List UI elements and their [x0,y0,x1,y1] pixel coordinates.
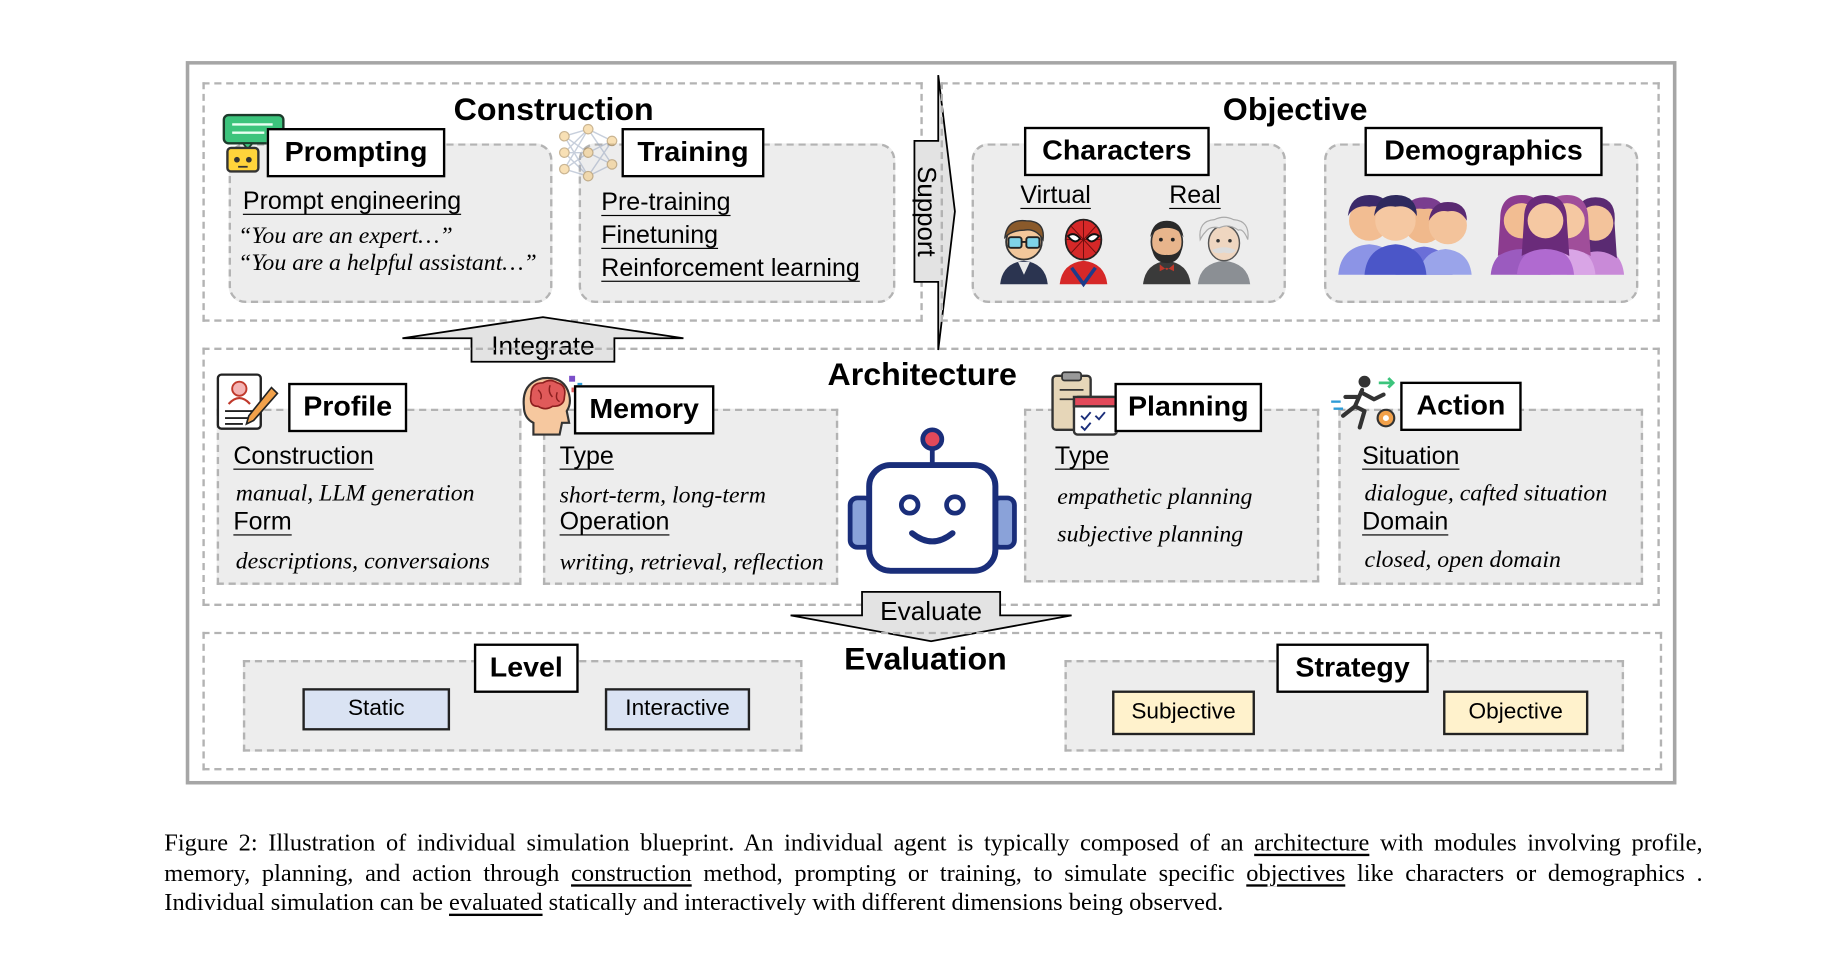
evaluate-arrow [788,590,1074,644]
support-arrow [912,73,960,355]
characters-virtual: Virtual [1020,182,1091,210]
profile-form-value: descriptions, conversaions [235,548,490,575]
real-character-lincoln-icon [1138,216,1195,285]
virtual-character-spider-icon [1055,216,1112,288]
planning-type: Type [1054,442,1110,470]
action-situation: Situation [1362,442,1460,470]
action-domain: Domain [1362,508,1449,536]
level-label: Level [473,643,579,693]
virtual-character-glasses-icon [995,216,1052,285]
training-item-rl: Reinforcement learning [601,254,860,282]
memory-type-value: short-term, long-term [559,482,766,509]
evaluate-label: Evaluate [880,596,983,626]
action-panel [1338,408,1644,585]
integrate-label: Integrate [491,331,595,361]
support-label-wrap: Support [912,141,942,282]
strategy-label: Strategy [1276,643,1429,693]
profile-document-icon [214,371,279,434]
profile-construction: Construction [233,442,374,470]
caption-link-architecture: architecture [1254,830,1370,857]
profile-form: Form [233,508,292,536]
strategy-subjective-chip: Subjective [1112,690,1255,736]
objective-title: Objective [1222,91,1368,127]
caption-link-objectives: objectives [1246,860,1346,887]
planning-value-subjective: subjective planning [1057,521,1244,548]
memory-label: Memory [573,385,715,435]
profile-label: Profile [288,382,408,433]
evaluation-title: Evaluation [844,641,1007,677]
training-item-pretraining: Pre-training [601,189,731,217]
strategy-objective-chip: Objective [1443,690,1589,736]
planning-value-empathetic: empathetic planning [1057,483,1253,510]
chat-bot-icon [221,113,288,179]
neural-network-icon [557,122,619,183]
brain-head-icon [517,371,588,437]
female-group-icon [1490,188,1625,275]
training-item-finetuning: Finetuning [601,221,719,249]
caption-text-4: like characters or demographics . Indivi… [164,860,1703,917]
construction-title: Construction [453,91,654,127]
real-character-einstein-icon [1193,216,1255,285]
demographics-label: Demographics [1364,126,1603,177]
characters-label: Characters [1023,126,1210,177]
planning-label: Planning [1114,382,1263,433]
characters-real: Real [1169,182,1221,210]
level-static-chip: Static [302,688,451,731]
caption-link-evaluated: evaluated [449,890,543,917]
caption-text-1: Figure 2: Illustration of individual sim… [164,830,1255,857]
evaluation-region [202,631,1663,771]
memory-panel [542,408,839,585]
memory-operation-value: writing, retrieval, reflection [559,549,824,576]
prompt-example-expert: “You are an expert…” [238,223,453,249]
action-situation-value: dialogue, cafted situation [1364,480,1608,507]
caption-text-2: with modules involving profile, memory, … [164,830,1703,887]
prompt-engineering: Prompt engineering [242,187,462,215]
memory-type: Type [559,442,614,470]
caption-text-3: method, prompting or training, to simula… [691,860,1247,887]
planning-calendar-icon [1050,371,1119,437]
prompt-example-assistant: “You are a helpful assistant…” [238,250,537,276]
action-domain-value: closed, open domain [1364,547,1561,574]
architecture-title: Architecture [827,357,1017,393]
prompting-label: Prompting [266,128,446,178]
profile-construction-value: manual, LLM generation [235,480,475,507]
memory-operation: Operation [559,508,670,536]
support-label: Support [912,166,942,257]
running-person-icon [1329,373,1400,432]
integrate-arrow [400,315,686,364]
figure-caption: Figure 2: Illustration of individual sim… [164,829,1702,919]
level-interactive-chip: Interactive [604,688,751,731]
action-label: Action [1400,381,1522,432]
training-label: Training [621,128,765,178]
caption-text-5: statically and interactively with differ… [542,890,1224,917]
objective-region [940,82,1660,322]
male-group-icon [1338,188,1472,275]
caption-link-construction: construction [571,860,692,887]
robot-agent-icon [847,425,1017,575]
